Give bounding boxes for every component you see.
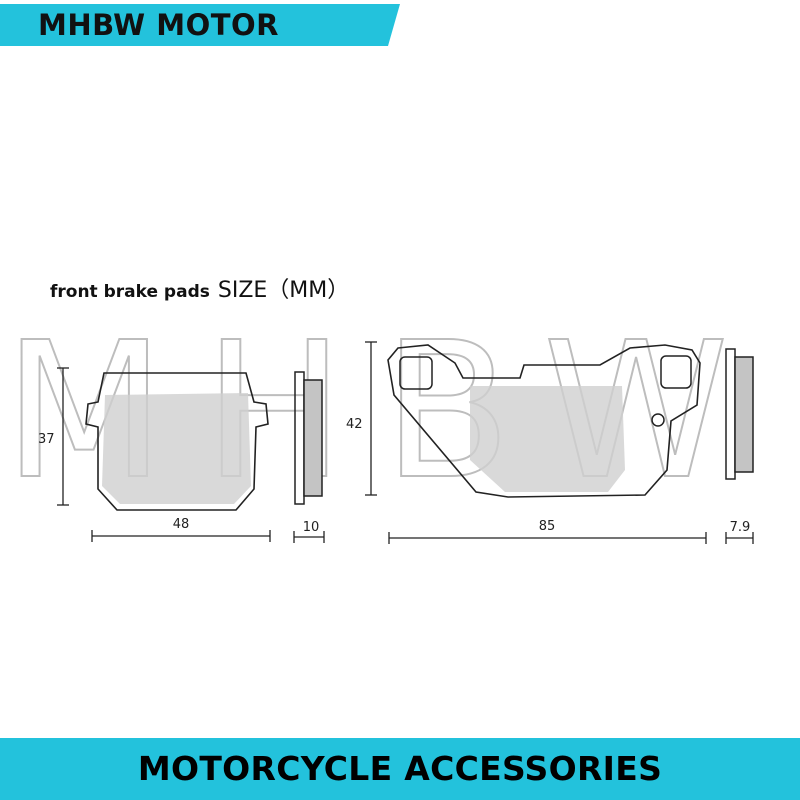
small-pad-friction-material (102, 393, 251, 504)
dimension-small-width-label: 48 (173, 517, 190, 532)
dimension-large-width-label: 85 (539, 519, 556, 534)
large-pad-friction-edge (734, 356, 754, 473)
large-pad-mount-hole-left (399, 356, 433, 390)
dimension-large-height-label: 42 (346, 417, 363, 432)
large-pad-mount-hole-right (660, 355, 692, 389)
dimension-small-thickness: 10 (293, 520, 325, 543)
large-pad-pin-hole (651, 413, 665, 427)
dimension-small-thickness-label: 10 (303, 520, 320, 535)
size-unit-label: SIZE（MM） (217, 278, 350, 303)
dimension-large-height: 42 (346, 341, 377, 496)
footer-tagline: MOTORCYCLE ACCESSORIES (137, 749, 663, 788)
small-pad-front-view (85, 372, 269, 511)
header-banner (0, 4, 400, 46)
diagram-title-text: front brake pads (50, 282, 210, 302)
footer-banner (0, 738, 800, 800)
large-pad-side-view (725, 348, 754, 480)
small-pad-friction-edge (303, 379, 323, 497)
dimension-large-thickness-label: 7.9 (730, 520, 751, 535)
dimension-small-height: 37 (38, 367, 69, 506)
brand-name: MHBW MOTOR (38, 8, 280, 42)
dimension-large-thickness: 7.9 (725, 520, 754, 544)
large-pad-backing-plate (387, 344, 701, 498)
diagram-title: front brake pads SIZE（MM） (50, 272, 349, 304)
dimension-small-width: 48 (91, 517, 271, 542)
small-pad-backing-plate (85, 372, 269, 511)
large-pad-front-view (387, 344, 701, 498)
large-pad-friction-material (470, 386, 625, 492)
dimension-small-height-label: 37 (38, 432, 55, 447)
small-pad-side-view (294, 371, 323, 505)
dimension-large-width: 85 (388, 519, 707, 544)
